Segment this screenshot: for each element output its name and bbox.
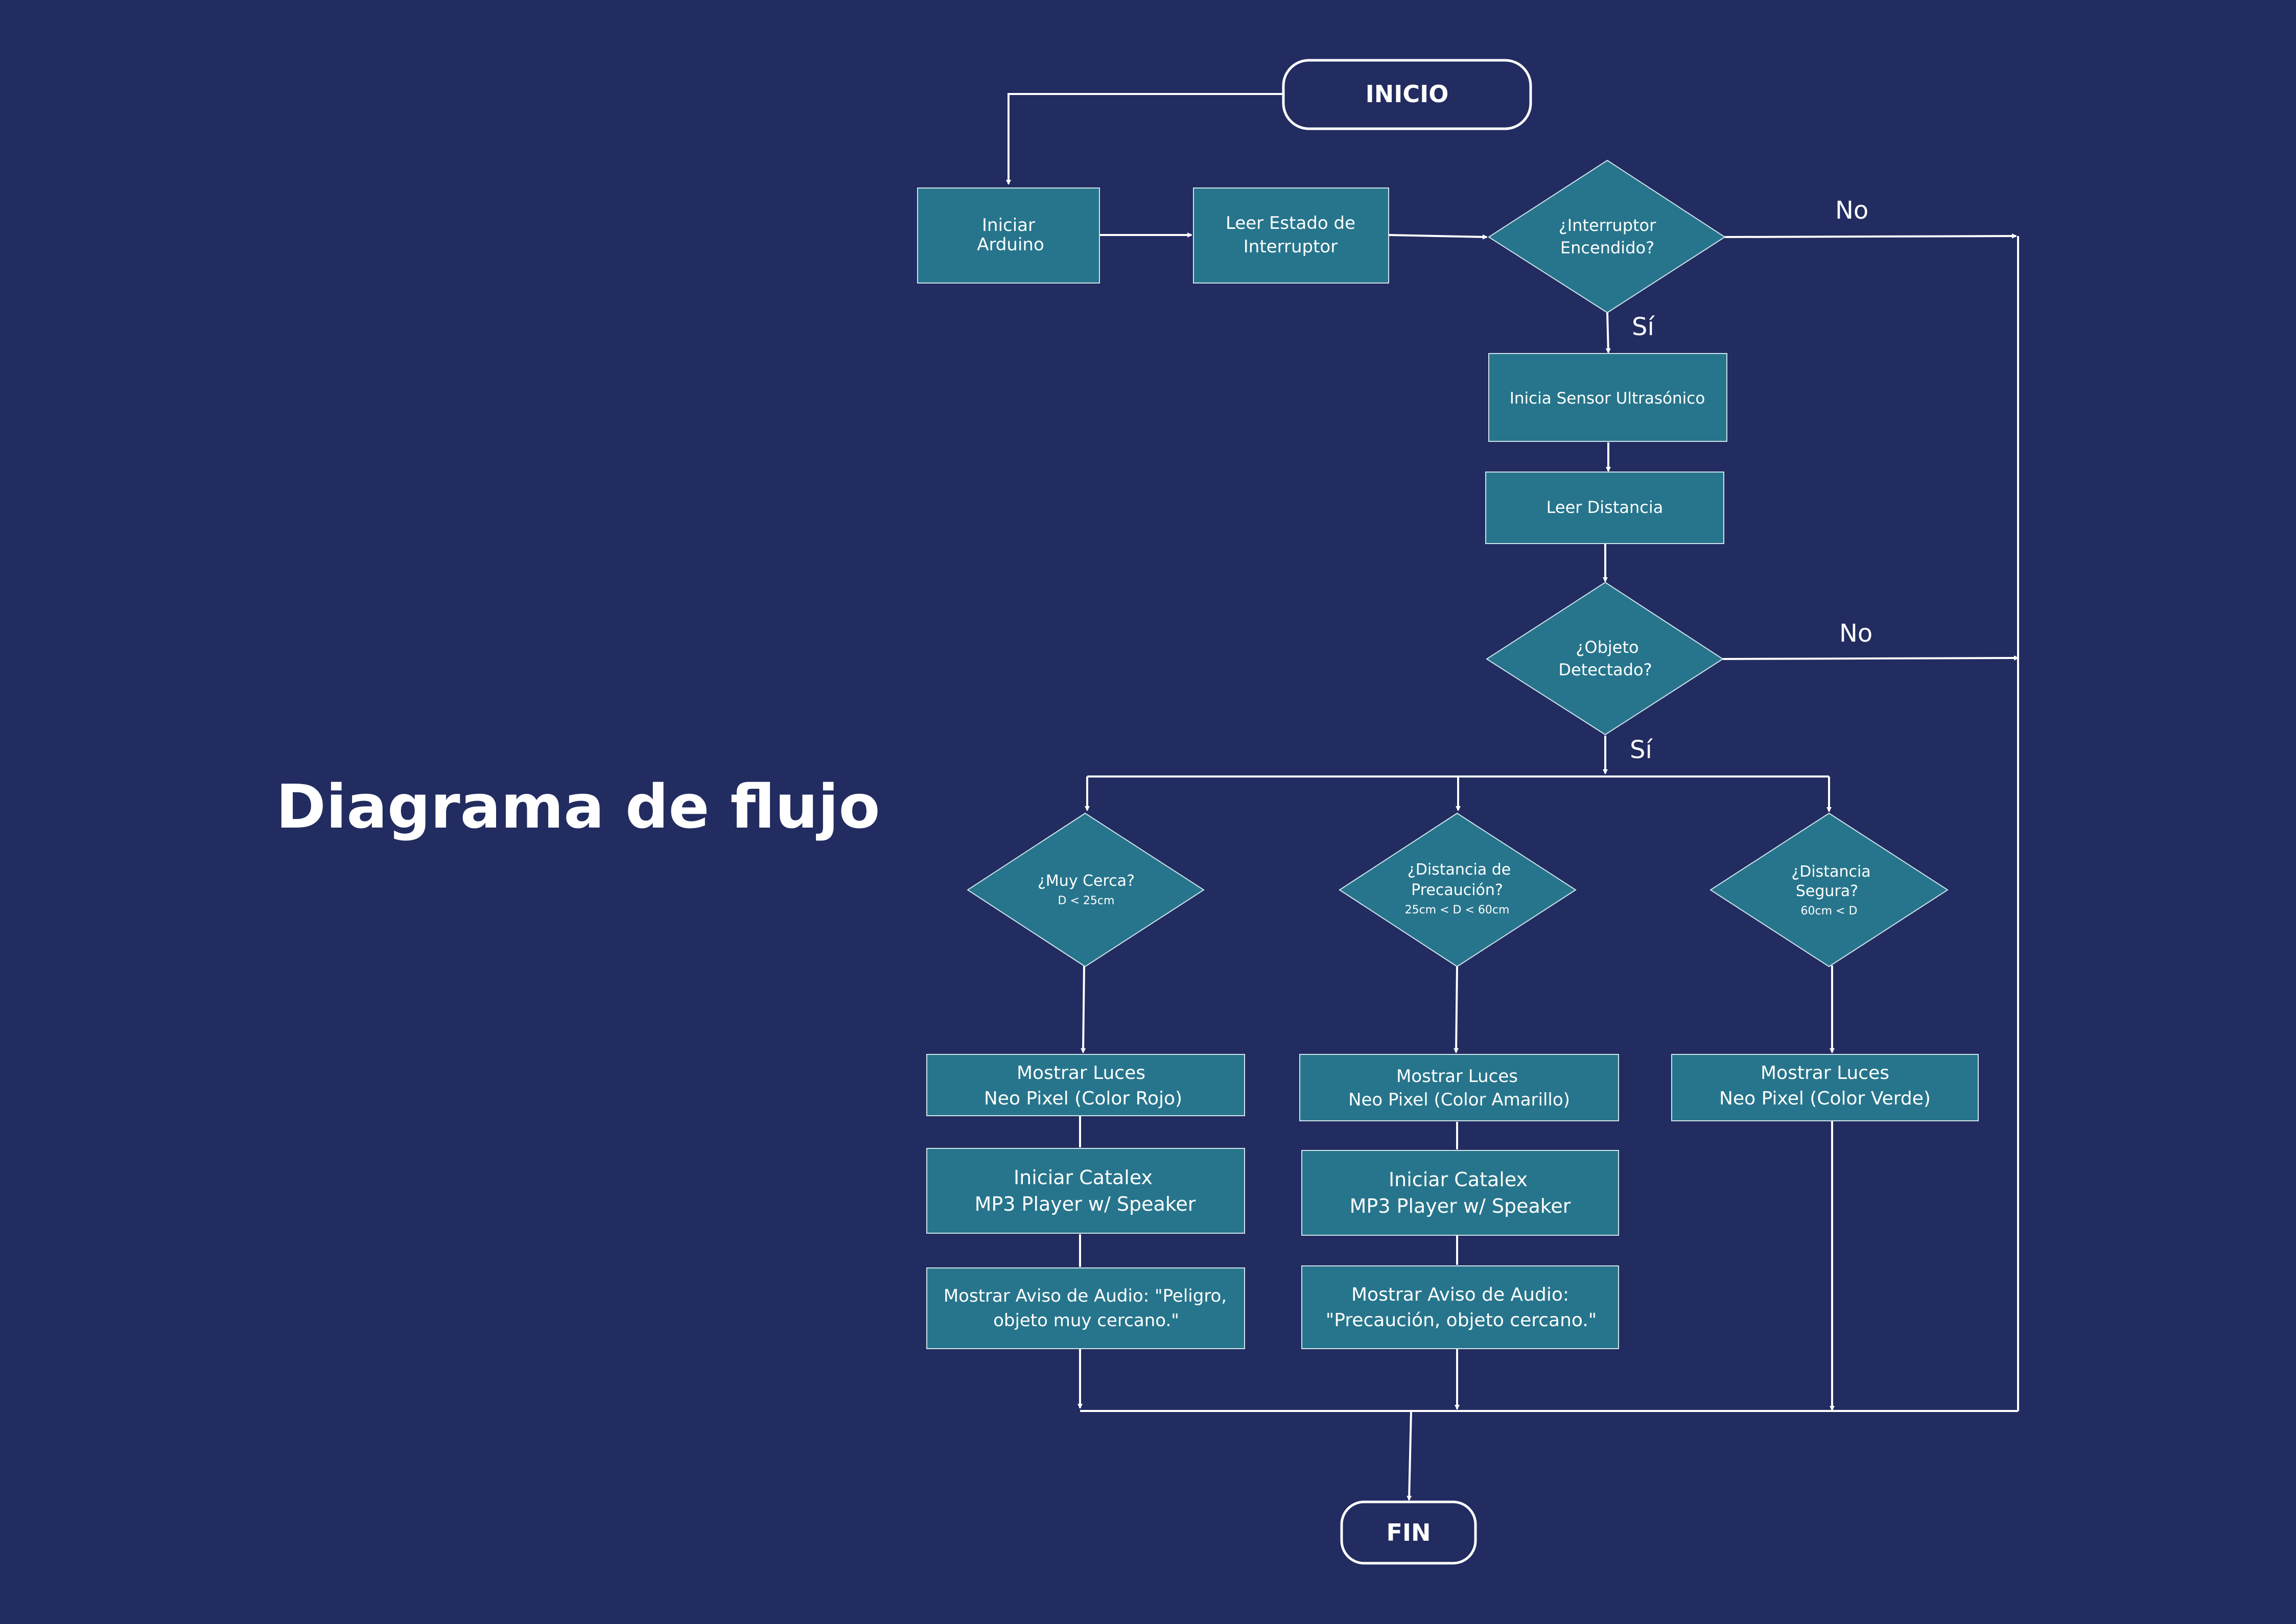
node-luces-verde-line2: Neo Pixel (Color Verde) — [1719, 1088, 1931, 1109]
decision-interruptor-line2: Encendido? — [1560, 238, 1654, 257]
node-luces-verde — [1671, 1054, 1979, 1121]
decision-precaucion-line2: Precaución? — [1411, 881, 1503, 899]
edge-muy-cerca-to-luces — [1081, 965, 1086, 1053]
decision-muy-cerca-line1: ¿Muy Cerca? — [1038, 872, 1135, 890]
terminal-inicio: INICIO — [1282, 59, 1532, 130]
node-luces-rojo-line1: Mostrar Luces — [1017, 1063, 1145, 1084]
terminal-fin-label: FIN — [1386, 1519, 1431, 1546]
edge-objeto-no — [1722, 655, 2019, 661]
node-catalex-1-line2: MP3 Player w/ Speaker — [975, 1193, 1196, 1215]
node-aviso-precaucion-line1: Mostrar Aviso de Audio: — [1351, 1284, 1569, 1305]
node-catalex-1-line1: Iniciar Catalex — [1014, 1166, 1153, 1189]
node-leer-estado-line2: Interruptor — [1244, 237, 1338, 257]
node-iniciar-arduino-line1: Iniciar — [982, 215, 1035, 236]
node-catalex-2-line2: MP3 Player w/ Speaker — [1350, 1195, 1571, 1217]
node-iniciar-arduino — [917, 187, 1100, 284]
node-catalex-2 — [1301, 1150, 1619, 1236]
node-aviso-precaucion — [1301, 1265, 1619, 1349]
decision-objeto-line2: Detectado? — [1558, 660, 1652, 679]
edge-precaucion-to-luces — [1454, 965, 1459, 1053]
edge-label-si-interruptor: Sí — [1632, 313, 1655, 341]
node-aviso-peligro-line1: Mostrar Aviso de Audio: "Peligro, — [944, 1286, 1227, 1306]
node-luces-rojo-line2: Neo Pixel (Color Rojo) — [984, 1088, 1182, 1109]
node-luces-amarillo-line2: Neo Pixel (Color Amarillo) — [1348, 1090, 1570, 1110]
decision-muy-cerca — [967, 812, 1205, 968]
node-catalex-1 — [926, 1148, 1245, 1234]
node-aviso-precaucion-line2: "Precaución, objeto cercano." — [1326, 1310, 1597, 1331]
terminal-fin: FIN — [1340, 1500, 1477, 1565]
node-inicia-sensor — [1488, 353, 1727, 442]
node-luces-amarillo — [1299, 1054, 1619, 1121]
decision-precaucion — [1339, 812, 1577, 968]
decision-interruptor — [1488, 159, 1726, 314]
decision-precaucion-line1: ¿Distancia de — [1408, 861, 1511, 879]
node-luces-verde-line1: Mostrar Luces — [1761, 1063, 1889, 1084]
edge-leer-estado-to-interruptor — [1388, 234, 1488, 240]
node-inicia-sensor-label: Inicia Sensor Ultrasónico — [1510, 389, 1705, 408]
decision-segura-line2: Segura? — [1796, 882, 1858, 900]
node-leer-distancia — [1485, 472, 1724, 544]
node-catalex-2-line1: Iniciar Catalex — [1389, 1168, 1528, 1191]
node-luces-amarillo-line1: Mostrar Luces — [1396, 1066, 1518, 1087]
page-title: Diagrama de flujo — [276, 771, 880, 842]
decision-segura-sub: 60cm < D — [1801, 905, 1858, 917]
decision-objeto — [1486, 581, 1724, 736]
node-leer-distancia-label: Leer Distancia — [1547, 498, 1664, 517]
edge-label-si-objeto: Sí — [1630, 736, 1653, 764]
edge-label-no-objeto: No — [1839, 619, 1872, 648]
edge-merge-to-fin — [1407, 1410, 1412, 1501]
decision-interruptor-line1: ¿Interruptor — [1559, 216, 1656, 235]
connectors — [1006, 93, 2019, 1501]
edge-inicio-to-arduino — [1006, 93, 1283, 185]
node-leer-estado — [1193, 187, 1389, 284]
node-leer-estado-line1: Leer Estado de — [1226, 213, 1355, 233]
decision-segura-line1: ¿Distancia — [1791, 863, 1870, 881]
node-iniciar-arduino-line2: Arduino — [977, 234, 1044, 255]
decision-objeto-line1: ¿Objeto — [1576, 638, 1638, 657]
node-luces-rojo — [926, 1054, 1245, 1116]
edge-label-no-interruptor: No — [1835, 196, 1868, 225]
decision-precaucion-sub: 25cm < D < 60cm — [1405, 904, 1510, 916]
decision-muy-cerca-sub: D < 25cm — [1058, 895, 1115, 907]
decision-segura — [1709, 812, 1949, 968]
edge-interruptor-no — [1724, 233, 2017, 239]
node-aviso-peligro — [926, 1267, 1245, 1349]
node-aviso-peligro-line2: objeto muy cercano." — [993, 1310, 1179, 1331]
terminal-inicio-label: INICIO — [1366, 80, 1449, 108]
edge-interruptor-si — [1605, 312, 1611, 354]
